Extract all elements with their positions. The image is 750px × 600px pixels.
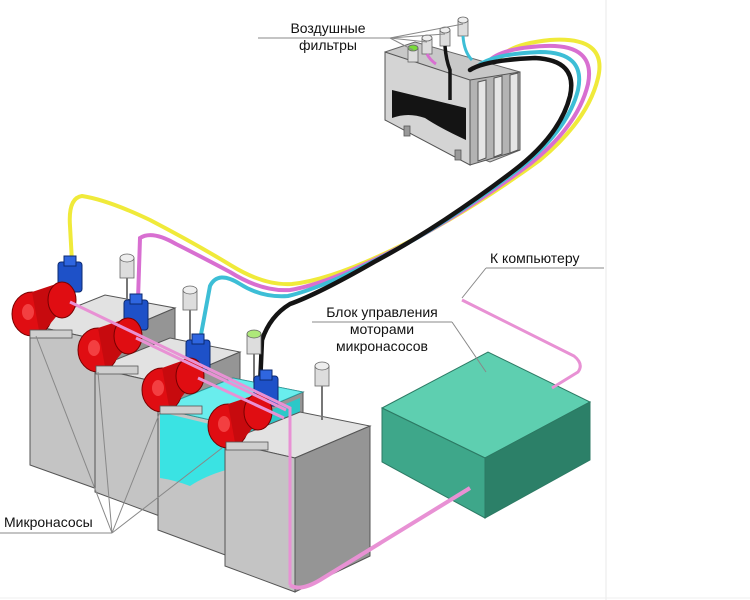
air-filters-label: Воздушные фильтры	[270, 20, 386, 54]
pump-control-cable	[69, 300, 292, 585]
air-filter-caps	[407, 16, 469, 63]
cable-to-computer	[461, 298, 582, 390]
label-leaders	[0, 23, 604, 534]
to-computer-label: К компьютеру	[490, 250, 580, 266]
control-unit-label-line-2: моторами	[349, 321, 415, 337]
cable-to-controller	[288, 486, 472, 590]
control-unit-label-line-3: микронасосов	[336, 338, 428, 354]
air-filters-label-line-2: фильтры	[299, 37, 357, 53]
air-filter-block	[384, 16, 521, 166]
micropumps-label: Микронасосы	[4, 514, 93, 530]
motor-control-unit	[380, 351, 592, 519]
micropump-3	[141, 333, 211, 415]
air-filters-label-line-1: Воздушные	[290, 20, 366, 36]
control-unit-label-line-1: Блок управления	[326, 304, 438, 320]
ink-tubes	[67, 37, 602, 389]
micropump-1	[11, 255, 83, 339]
control-unit-label: Блок управления моторами микронасосов	[312, 304, 452, 355]
